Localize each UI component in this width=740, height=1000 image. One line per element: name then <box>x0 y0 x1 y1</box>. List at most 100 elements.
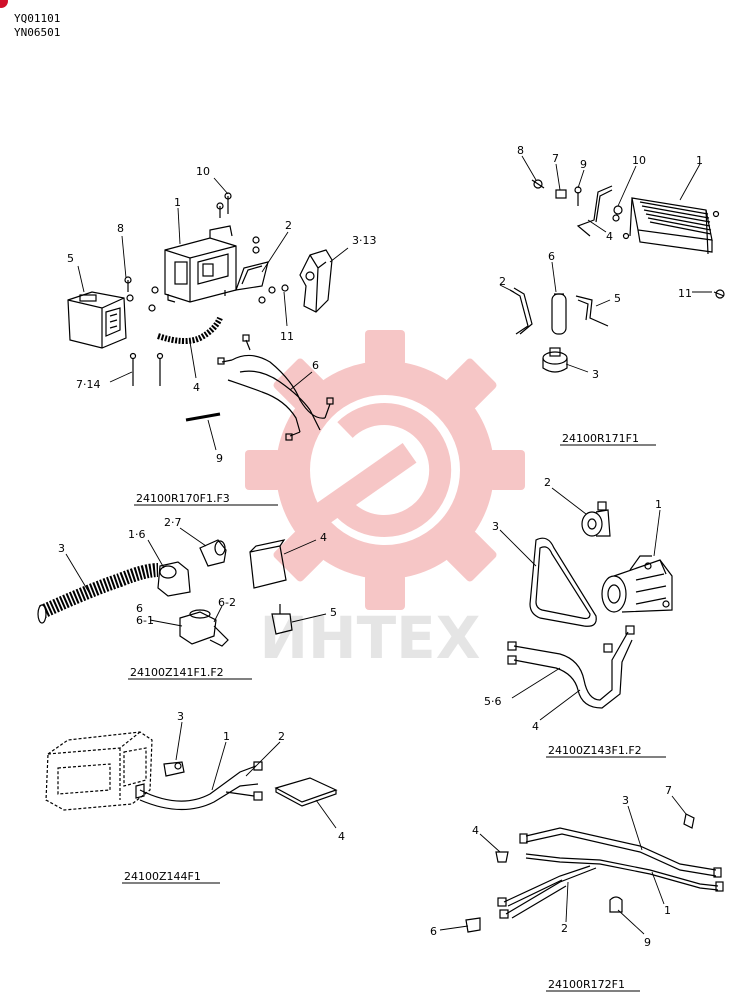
leaders-group-1 <box>77 177 349 451</box>
callout: 2·7 <box>164 516 182 529</box>
callout: 10 <box>632 154 646 167</box>
callout: 2 <box>285 219 292 232</box>
group-24100r171f1: 8 7 9 10 1 4 6 2 5 11 3 24100R171F1 <box>499 144 725 446</box>
group-24100z144f1: 3 1 2 4 24100Z144F1 <box>45 710 345 884</box>
callout: 9 <box>644 936 651 949</box>
leaders-group-5 <box>175 721 337 829</box>
group-24100r172f1: 3 7 4 1 2 6 9 24100R172F1 <box>430 784 724 992</box>
leaders-group-2 <box>499 155 712 373</box>
small-parts-group-6 <box>465 813 695 933</box>
pipe-5-drawing <box>575 295 609 327</box>
callout: 7 <box>665 784 672 797</box>
callouts-group-3: 3 1·6 2·7 4 6 6-1 6-2 5 <box>58 516 337 627</box>
pipe-2-drawing <box>497 865 597 919</box>
leaders-group-3 <box>65 527 327 627</box>
callout: 1 <box>696 154 703 167</box>
leaders-group-4 <box>499 487 661 721</box>
callout: 4 <box>193 381 200 394</box>
pad-drawing <box>274 777 338 807</box>
group-code: 24100Z141F1.F2 <box>130 666 224 679</box>
callout: 8 <box>117 222 124 235</box>
callouts-group-6: 3 7 4 1 2 6 9 <box>430 784 672 949</box>
callouts-group-4: 2 1 3 5·6 4 <box>484 476 662 733</box>
callout: 5·6 <box>484 695 502 708</box>
callout: 4 <box>606 230 613 243</box>
callout: 5 <box>330 606 337 619</box>
condenser-drawing <box>622 197 720 255</box>
wire-harness-drawing <box>217 334 334 441</box>
clip-drawing <box>185 412 221 422</box>
bracket-drawing <box>235 261 269 291</box>
callout: 2 <box>561 922 568 935</box>
callout: 2 <box>499 275 506 288</box>
screws-group-1 <box>124 192 289 312</box>
control-box-drawing <box>67 291 127 349</box>
pins-drawing <box>129 352 164 386</box>
callouts-group-1: 10 1 8 2 3·13 5 11 6 7·14 4 9 <box>67 165 377 465</box>
duct-hose-drawing <box>37 563 159 624</box>
leaders-group-6 <box>439 795 687 935</box>
elbow-2-drawing <box>199 539 227 567</box>
callout: 4 <box>472 824 479 837</box>
callout: 1 <box>664 904 671 917</box>
callout: 1 <box>223 730 230 743</box>
callout: 3 <box>592 368 599 381</box>
corner-mark <box>0 0 8 8</box>
receiver-drier-drawing <box>551 293 567 335</box>
switch-drawing <box>542 347 568 373</box>
callout: 6-1 <box>136 614 154 627</box>
pipe-4-drawing <box>576 185 613 237</box>
watermark-text: ИНТЕХ <box>260 604 481 672</box>
callout: 3 <box>492 520 499 533</box>
group-code: 24100Z144F1 <box>124 870 201 883</box>
page-header: YQ01101 YN06501 <box>14 12 60 40</box>
header-code-2: YN06501 <box>14 26 61 39</box>
callout: 5 <box>67 252 74 265</box>
callout: 1 <box>655 498 662 511</box>
hoses-drawing <box>507 625 635 709</box>
callout: 7·14 <box>76 378 101 391</box>
callout: 11 <box>678 287 692 300</box>
group-code: 24100R171F1 <box>562 432 639 445</box>
pulley-drawing <box>581 501 611 537</box>
callout: 6 <box>430 925 437 938</box>
callout: 3 <box>622 794 629 807</box>
callouts-group-2: 8 7 9 10 1 4 6 2 5 11 3 <box>499 144 703 381</box>
callout: 3 <box>58 542 65 555</box>
callout: 11 <box>280 330 294 343</box>
group-24100z141f1-f2: 3 1·6 2·7 4 6 6-1 6-2 5 24100Z141F1.F2 <box>37 516 337 680</box>
callout: 6-2 <box>218 596 236 609</box>
bolts-group-2 <box>531 179 725 299</box>
callouts-group-5: 3 1 2 4 <box>177 710 345 843</box>
outlet-drawing <box>179 609 229 647</box>
elbow-drawing <box>157 561 191 597</box>
callout: 1 <box>174 196 181 209</box>
pipe-3-drawing <box>519 827 722 878</box>
group-code: 24100R170F1.F3 <box>136 492 230 505</box>
callout: 9 <box>216 452 223 465</box>
pipe-6-drawing <box>509 287 533 335</box>
callout: 5 <box>614 292 621 305</box>
clamp-3-drawing <box>163 761 185 777</box>
callout: 8 <box>517 144 524 157</box>
callout: 2 <box>544 476 551 489</box>
corrugated-hose-drawing <box>157 316 223 344</box>
callout: 6 <box>548 250 555 263</box>
callout: 10 <box>196 165 210 178</box>
callout: 4 <box>532 720 539 733</box>
unit-outline-drawing <box>45 731 153 811</box>
callout: 4 <box>338 830 345 843</box>
callout: 1·6 <box>128 528 146 541</box>
group-24100z143f1-f2: 2 1 3 5·6 4 24100Z143F1.F2 <box>484 476 673 758</box>
watermark-gear-icon <box>245 330 525 610</box>
duct-drawing <box>299 249 333 313</box>
callout: 2 <box>278 730 285 743</box>
clamp-5-drawing <box>271 604 293 635</box>
callout: 4 <box>320 531 327 544</box>
callout: 6 <box>136 602 143 615</box>
callout: 9 <box>580 158 587 171</box>
belt-drawing <box>529 537 597 627</box>
group-24100r170f1-f3: 10 1 8 2 3·13 5 11 6 7·14 4 9 24100R170F… <box>67 165 377 506</box>
